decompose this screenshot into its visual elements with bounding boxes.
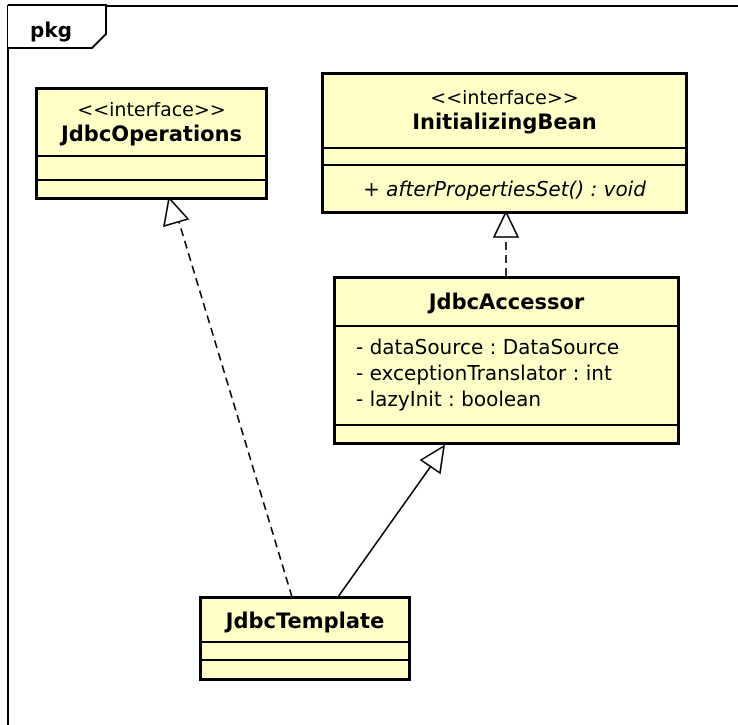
class-jdbctemplate[interactable]: JdbcTemplate bbox=[199, 596, 411, 681]
operations-compartment bbox=[38, 179, 265, 181]
stereotype-label: <<interface>> bbox=[430, 87, 579, 109]
class-initializingbean[interactable]: <<interface>> InitializingBean + afterPr… bbox=[321, 72, 688, 214]
attributes-compartment bbox=[38, 155, 265, 179]
attribute-item: - lazyInit : boolean bbox=[356, 387, 542, 411]
class-name: InitializingBean bbox=[412, 110, 597, 134]
package-tab: pkg bbox=[8, 4, 107, 49]
attributes-compartment: - dataSource : DataSource - exceptionTra… bbox=[336, 325, 677, 424]
generalization-template-accessor bbox=[337, 465, 432, 598]
realization-template-operations bbox=[178, 221, 293, 598]
operations-compartment bbox=[336, 424, 677, 426]
operations-compartment: + afterPropertiesSet() : void bbox=[324, 164, 685, 202]
realization-arrowhead-initializingbean bbox=[492, 210, 520, 238]
relations-layer bbox=[162, 196, 520, 598]
class-jdbcoperations[interactable]: <<interface>> JdbcOperations bbox=[35, 87, 268, 200]
class-name: JdbcOperations bbox=[60, 122, 243, 146]
attributes-compartment bbox=[202, 641, 408, 659]
realization-arrowhead-operations bbox=[162, 196, 190, 228]
stereotype-label: <<interface>> bbox=[77, 99, 226, 121]
operation-item: + afterPropertiesSet() : void bbox=[363, 177, 646, 201]
class-jdbcaccessor[interactable]: JdbcAccessor - dataSource : DataSource -… bbox=[333, 276, 680, 445]
package-frame bbox=[7, 5, 738, 725]
package-label: pkg bbox=[30, 18, 72, 42]
generalization-arrowhead-accessor bbox=[419, 444, 446, 475]
attributes-compartment bbox=[324, 147, 685, 164]
operations-compartment bbox=[202, 659, 408, 661]
attribute-item: - exceptionTranslator : int bbox=[356, 361, 612, 385]
class-name: JdbcAccessor bbox=[428, 290, 585, 314]
attribute-item: - dataSource : DataSource bbox=[356, 335, 620, 359]
class-name: JdbcTemplate bbox=[225, 609, 385, 633]
